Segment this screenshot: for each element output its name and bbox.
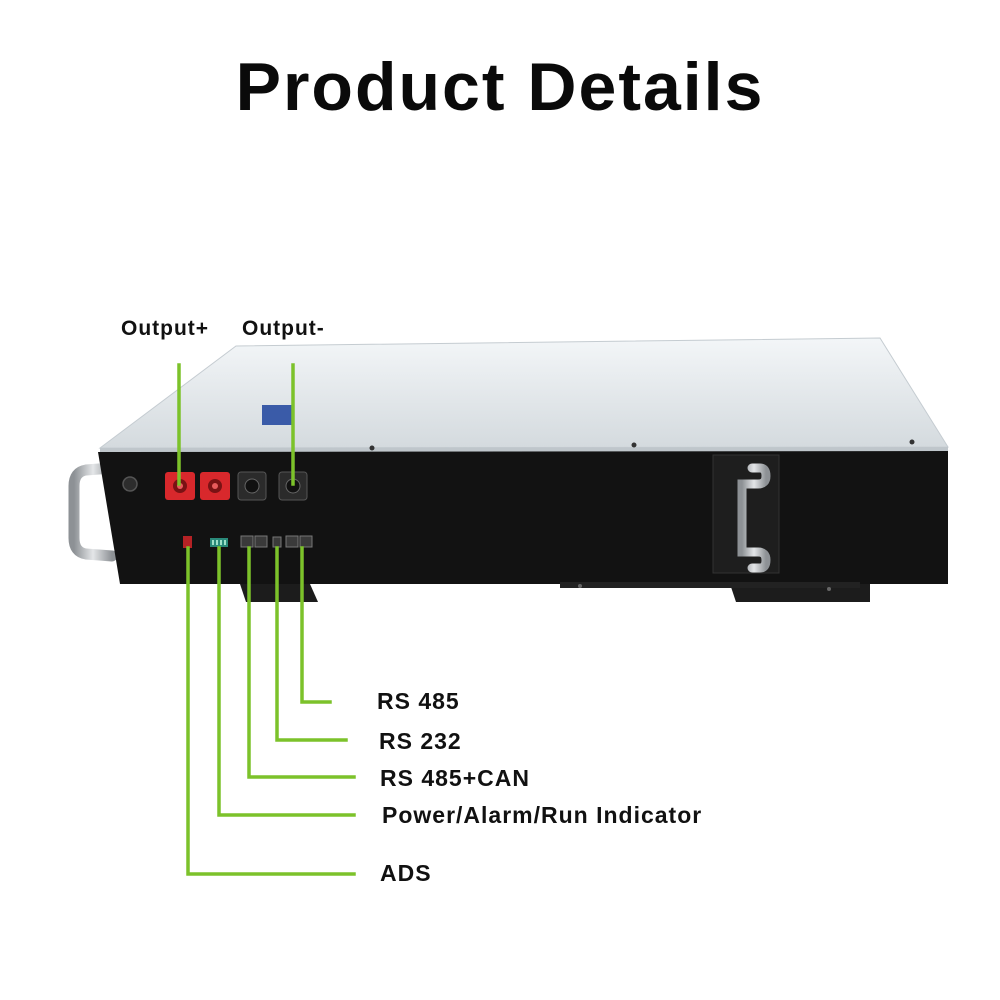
page-title: Product Details [235,49,765,125]
label-output-positive: Output+ [121,317,210,340]
label-rs485-can: RS 485+CAN [380,765,530,791]
label-output-negative: Output- [242,317,325,340]
port-rs485 [285,535,313,548]
label-ads: ADS [380,860,432,886]
port-rs232 [272,536,282,548]
callout-line-rs485-can [247,546,356,779]
right-handle [712,454,780,574]
terminal-output-positive-2 [200,472,230,500]
callout-line-indicator [217,546,356,817]
switch-icon [122,476,138,492]
left-handle [68,462,118,562]
label-rs232: RS 232 [379,728,462,754]
logo-sticker [262,405,294,425]
port-indicator [210,538,228,547]
battery-top-cover [98,337,949,453]
terminal-output-negative [278,471,308,501]
port-rs485-can [240,535,268,548]
port-ads [183,536,192,548]
label-indicator: Power/Alarm/Run Indicator [382,802,703,828]
callout-line-rs232 [275,546,348,742]
terminal-output-negative-2 [237,471,267,501]
terminal-output-positive [165,472,195,500]
callout-line-rs485 [300,546,332,704]
callout-line-ads [186,546,356,876]
label-rs485: RS 485 [377,688,460,714]
